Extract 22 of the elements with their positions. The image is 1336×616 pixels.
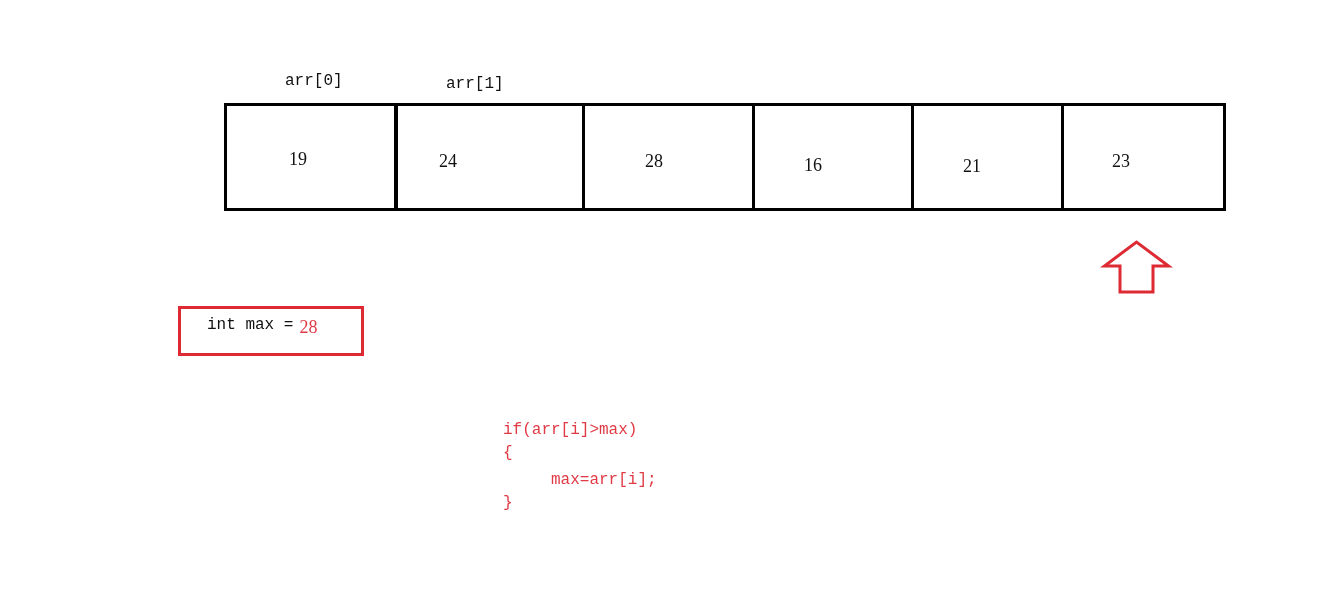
pointer-arrow <box>1100 240 1173 294</box>
array-cell <box>752 103 914 211</box>
array-cell <box>1061 103 1226 211</box>
cell-value: 23 <box>1112 150 1130 172</box>
array-cell <box>394 103 585 211</box>
code-line: { <box>503 443 513 463</box>
index-label: arr[1] <box>446 74 504 94</box>
index-label: arr[0] <box>285 71 343 91</box>
array-cell <box>582 103 755 211</box>
variable-value: 28 <box>299 317 318 337</box>
array-cell <box>911 103 1064 211</box>
cell-value: 16 <box>804 154 822 176</box>
code-text: int max = <box>207 315 294 335</box>
cell-value: 28 <box>645 150 663 172</box>
array-cell <box>224 103 398 211</box>
code-line: } <box>503 493 513 513</box>
cell-value: 19 <box>289 148 307 170</box>
variable-box <box>178 306 364 356</box>
cell-value: 24 <box>439 150 457 172</box>
code-line: if(arr[i]>max) <box>503 420 638 440</box>
code-line: max=arr[i]; <box>551 470 657 490</box>
cell-value: 21 <box>963 155 981 177</box>
